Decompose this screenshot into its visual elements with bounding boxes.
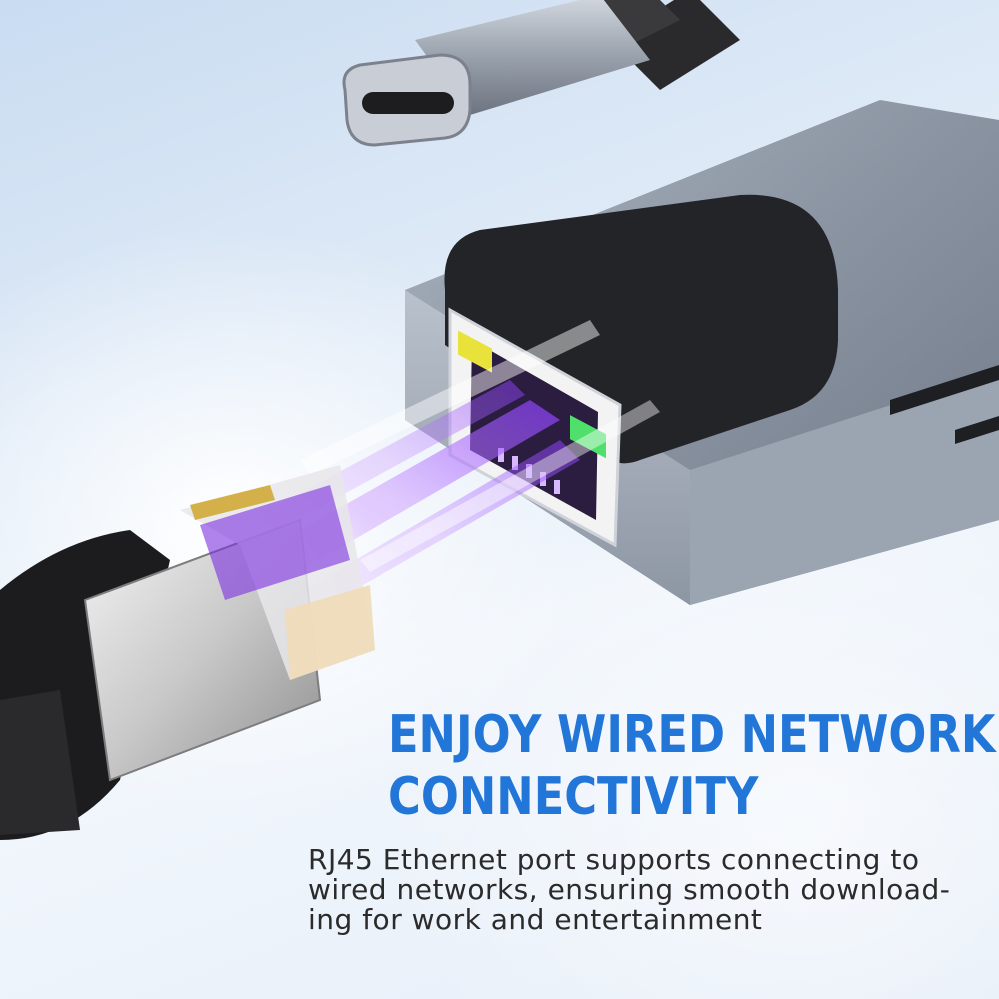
headline-line-1: ENJOY WIRED NETWORK [388,705,996,765]
description-line-2: wired networks, ensuring smooth download… [308,873,951,906]
description-line-1: RJ45 Ethernet port supports connecting t… [308,843,920,876]
headline: ENJOY WIRED NETWORK CONNECTIVITY [388,704,996,828]
description-text: RJ45 Ethernet port supports connecting t… [308,845,988,935]
rj45-plug-icon [0,465,375,840]
usb-c-plug-icon [342,0,740,147]
description-line-3: ing for work and entertainment [308,903,763,936]
headline-line-2: CONNECTIVITY [388,767,759,827]
